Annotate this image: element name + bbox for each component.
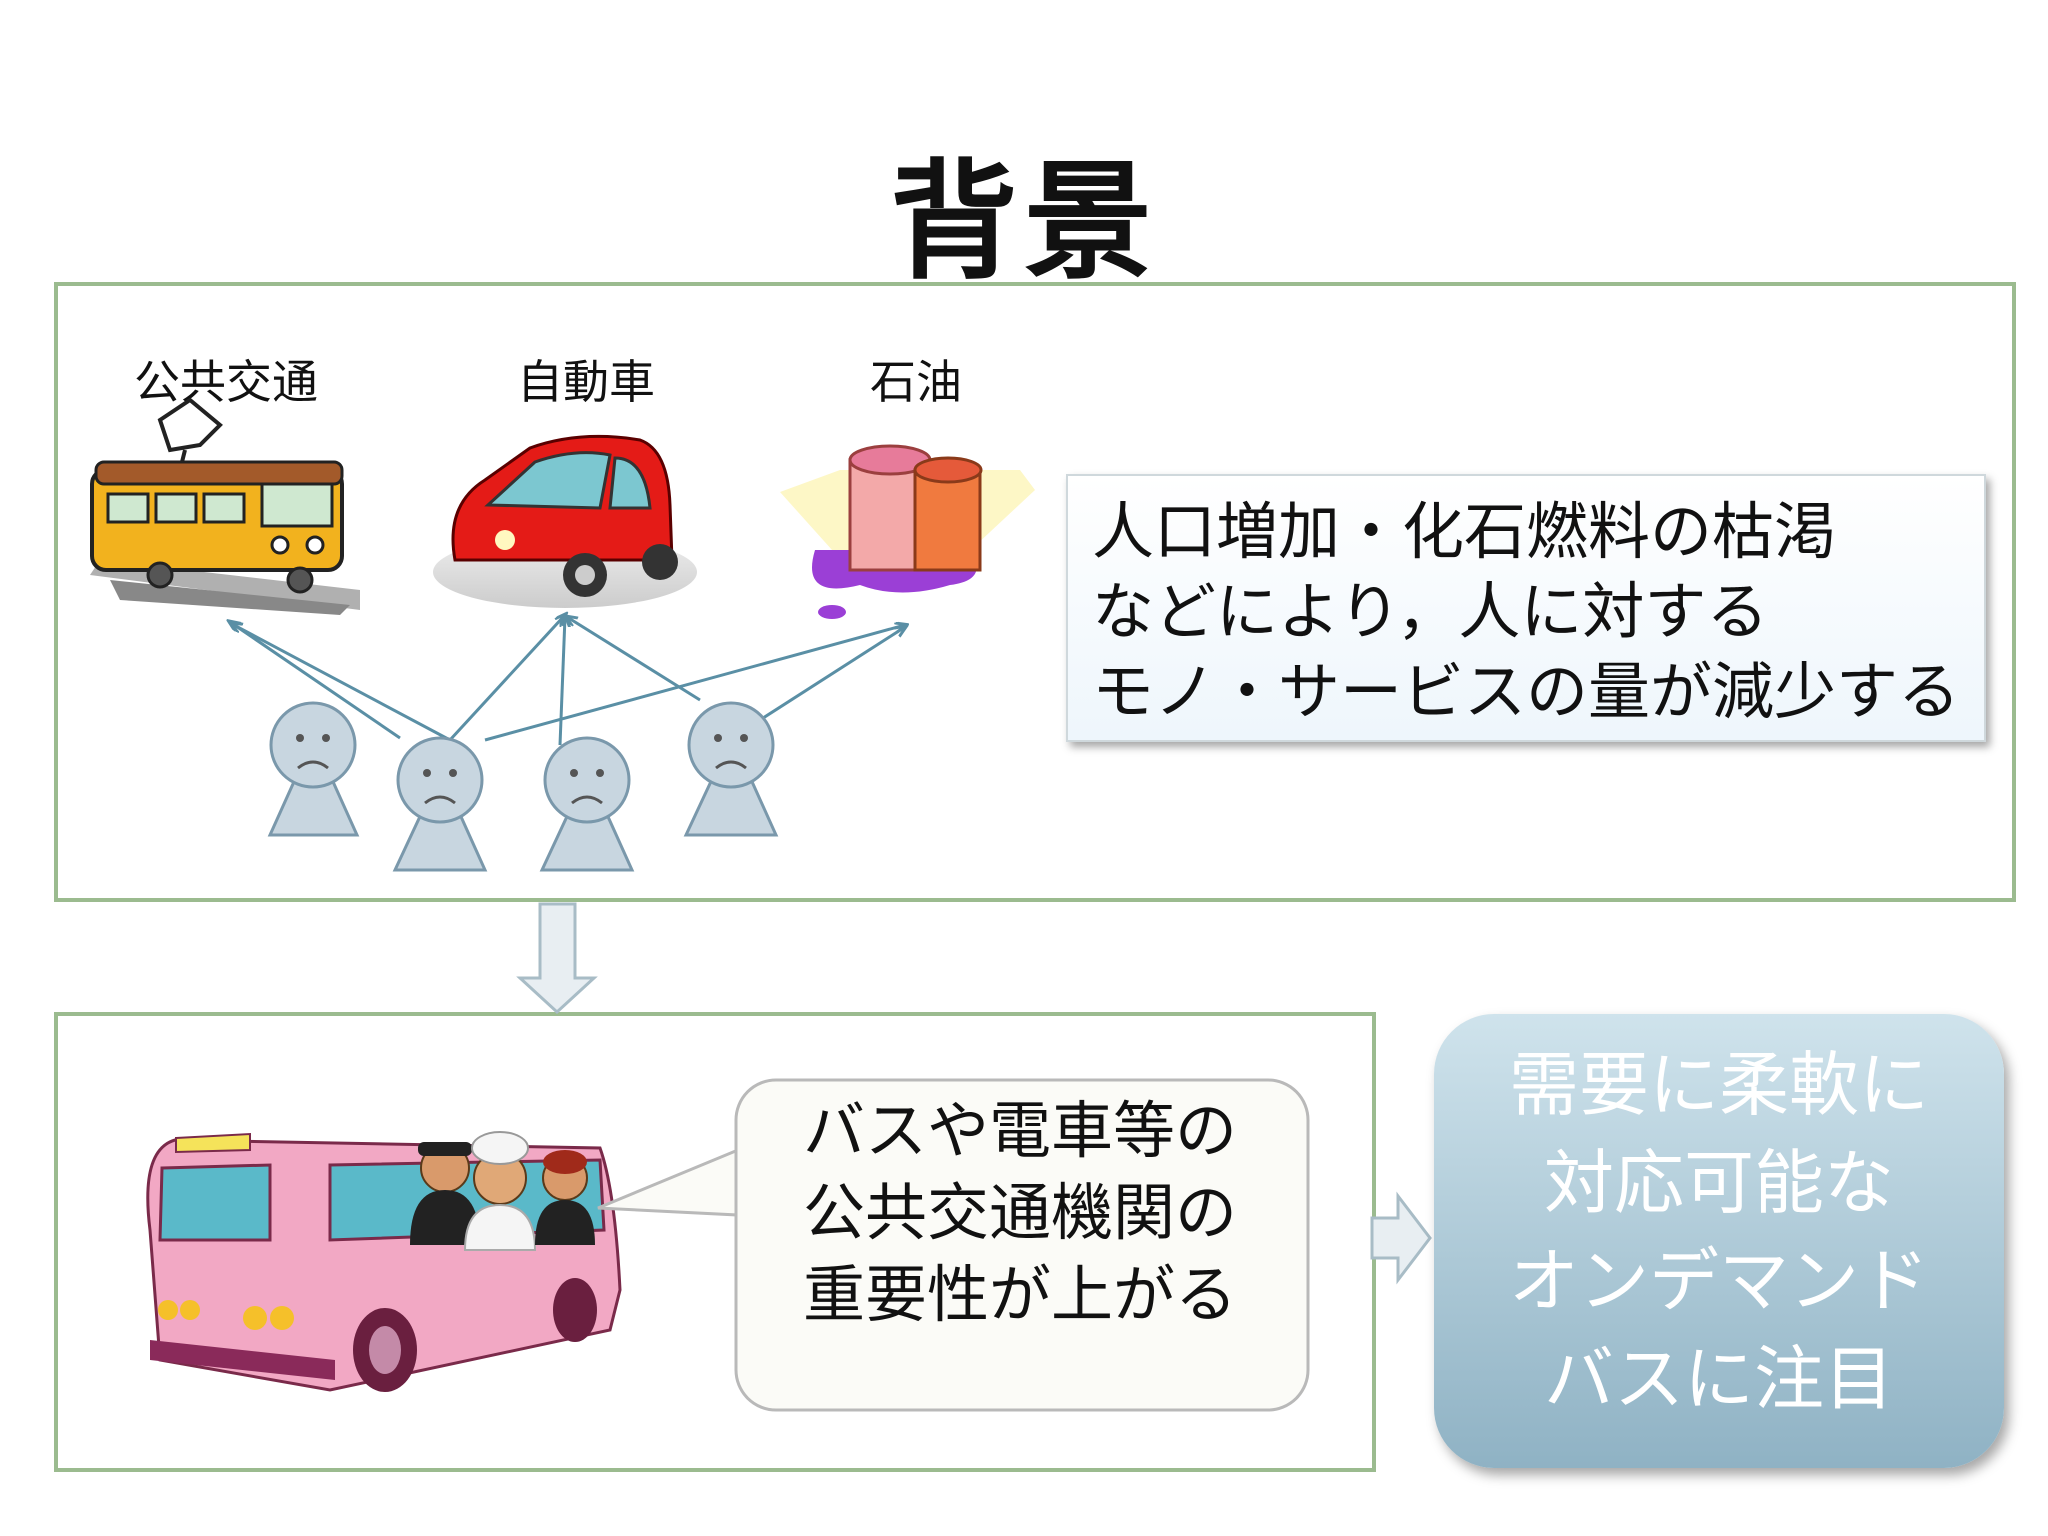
down-arrow-icon <box>516 902 598 1015</box>
conclusion-box: 需要に柔軟に 対応可能な オンデマンド バスに注目 <box>1434 1014 2004 1468</box>
label-public-transport: 公共交通 <box>134 355 318 409</box>
callout-line: モノ・サービスの量が減少する <box>1092 655 1961 728</box>
page-title: 背景 <box>889 148 1158 297</box>
bubble-text: バスや電車等の 公共交通機関の 重要性が上がる <box>740 1090 1300 1336</box>
conclusion-line: オンデマンド <box>1509 1240 1929 1322</box>
bus-icon <box>146 1131 622 1392</box>
label-oil: 石油 <box>870 355 962 409</box>
bubble-line: 重要性が上がる <box>802 1258 1237 1331</box>
conclusion-line: バスに注目 <box>1544 1338 1894 1420</box>
bubble-line: 公共交通機関の <box>802 1176 1237 1249</box>
car-icon <box>433 434 697 608</box>
callout-line: などにより，人に対する <box>1092 575 1769 648</box>
person-icon <box>267 701 360 837</box>
tram-icon <box>90 397 360 615</box>
demand-arrows <box>230 615 905 746</box>
person-icon <box>683 701 779 837</box>
conclusion-line: 需要に柔軟に <box>1509 1044 1929 1126</box>
problem-callout: 人口増加・化石燃料の枯渇 などにより，人に対する モノ・サービスの量が減少する <box>1066 474 1986 742</box>
callout-line: 人口増加・化石燃料の枯渇 <box>1092 495 1837 568</box>
right-arrow-icon <box>1370 1191 1432 1285</box>
person-icon <box>392 736 488 872</box>
oil-barrels-icon <box>780 444 1035 619</box>
bubble-line: バスや電車等の <box>802 1094 1237 1167</box>
speech-bubble <box>597 1078 1310 1412</box>
sad-people <box>267 701 779 872</box>
conclusion-line: 対応可能な <box>1544 1142 1894 1224</box>
person-icon <box>539 736 635 872</box>
label-car: 自動車 <box>517 355 655 409</box>
